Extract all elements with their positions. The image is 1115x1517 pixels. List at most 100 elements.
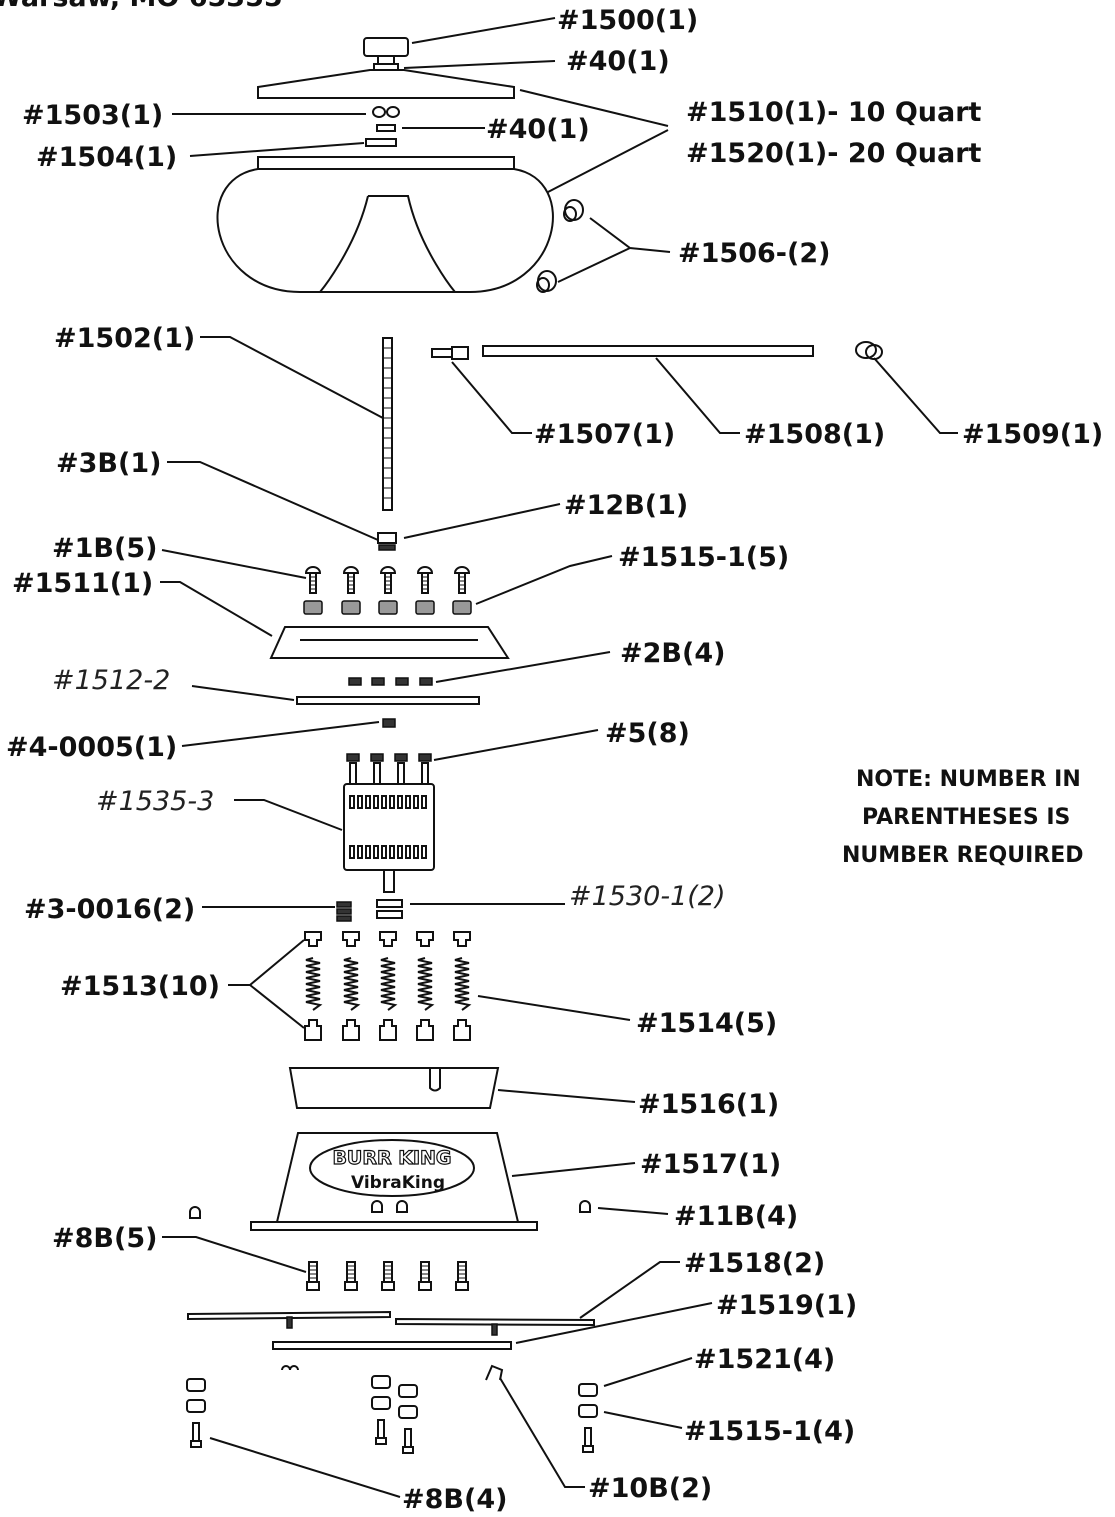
bolt [306,1261,320,1291]
spring-assembly [379,931,398,1041]
stud-nut [394,753,408,762]
lid [257,69,515,99]
motor-fin [365,845,371,859]
motor-stud [349,762,357,785]
motor-fin [381,795,387,809]
clip [281,1365,299,1371]
coupling [377,532,397,544]
callout-1511: #1511(1) [12,568,153,599]
callout-1535-3: #1535-3 [96,786,214,817]
drain-tube [482,345,814,357]
rubber-foot [398,1405,418,1419]
lid-knob [363,37,409,67]
bolt-row [304,566,471,594]
spring [454,957,472,1011]
spring-cap [416,931,434,947]
tray [269,626,510,659]
bolt [453,566,471,594]
foot-bolt-head [582,1445,594,1453]
pad-row [303,600,472,615]
foot-bolt [584,1427,592,1447]
rubber-foot [578,1383,598,1397]
callout-8b-bottom: #8B(4) [402,1484,507,1515]
callout-2b: #2B(4) [620,638,725,669]
spacer-plate [296,696,480,705]
small-nut [371,677,385,686]
small-washer [376,124,396,132]
spring [305,957,323,1011]
callout-1510: #1510(1)- 10 Quart [686,97,982,128]
callout-1521: #1521(4) [694,1344,835,1375]
spring [343,957,361,1011]
rubber-foot [398,1384,418,1398]
callout-1516: #1516(1) [638,1089,779,1120]
spring-cap [342,931,360,947]
spring [380,957,398,1011]
motor-fin [373,795,379,809]
spring-cap [453,931,471,947]
rubber-foot [578,1404,598,1418]
foot-bolt-head [190,1440,202,1448]
foot-stack [398,1384,418,1454]
rubber-pad [415,600,435,615]
spring [417,957,435,1011]
bowl-nut [365,138,397,147]
callout-1515-1-top: #1515-1(5) [618,542,789,573]
foot-parts [186,1375,598,1454]
motor-fin [349,795,355,809]
base-plate [272,1341,512,1350]
foot-bolt [404,1428,412,1448]
drain-plug [536,270,557,293]
spring-cap [304,931,322,947]
note-line-3: NUMBER REQUIRED [842,843,1084,868]
bolt [455,1261,469,1291]
threaded-rod [382,337,393,511]
rubber-pad [303,600,323,615]
drain-plug [563,199,584,222]
callout-40-mid: #40(1) [486,114,590,145]
rubber-pad [341,600,361,615]
motor-stud [397,762,405,785]
motor-fin [397,795,403,809]
spring-assembly [416,931,435,1041]
callout-40-top: #40(1) [566,46,670,77]
motor-fin [373,845,379,859]
bolt [381,1261,395,1291]
bolt [344,1261,358,1291]
callout-3b: #3B(1) [56,448,161,479]
small-nut [395,677,409,686]
small-nut [348,677,362,686]
foot-bolt-head [375,1437,387,1445]
callout-1502: #1502(1) [54,323,195,354]
motor-fin [397,845,403,859]
spring-cap [304,1019,322,1041]
motor-fin [389,795,395,809]
motor-fin [389,845,395,859]
callout-1507: #1507(1) [534,419,675,450]
callout-10b: #10B(2) [588,1473,712,1504]
bolt [304,566,322,594]
note: NOTE: NUMBER IN PARENTHESES IS NUMBER RE… [842,767,1084,868]
spring-cap [379,931,397,947]
callout-1508: #1508(1) [744,419,885,450]
leader-lines [160,17,958,1498]
foot-bolt [192,1422,200,1442]
hose-clamp [855,341,883,360]
bolt [379,566,397,594]
base-cup [288,1067,500,1109]
spring-assembly [342,931,361,1041]
rubber-pad [452,600,472,615]
spring-row [304,931,472,1041]
nut-row [348,677,433,686]
callout-1513: #1513(10) [60,971,220,1002]
acorn-nut [579,1200,591,1213]
motor [343,753,435,893]
motor-fin [421,795,427,809]
motor-fin [405,795,411,809]
rubber-foot [186,1378,206,1392]
logo-vibraking: VibraKing [351,1173,445,1193]
motor-fin [357,845,363,859]
foot-stack [186,1378,206,1448]
nut-stack [336,901,352,922]
bowl [216,156,554,293]
